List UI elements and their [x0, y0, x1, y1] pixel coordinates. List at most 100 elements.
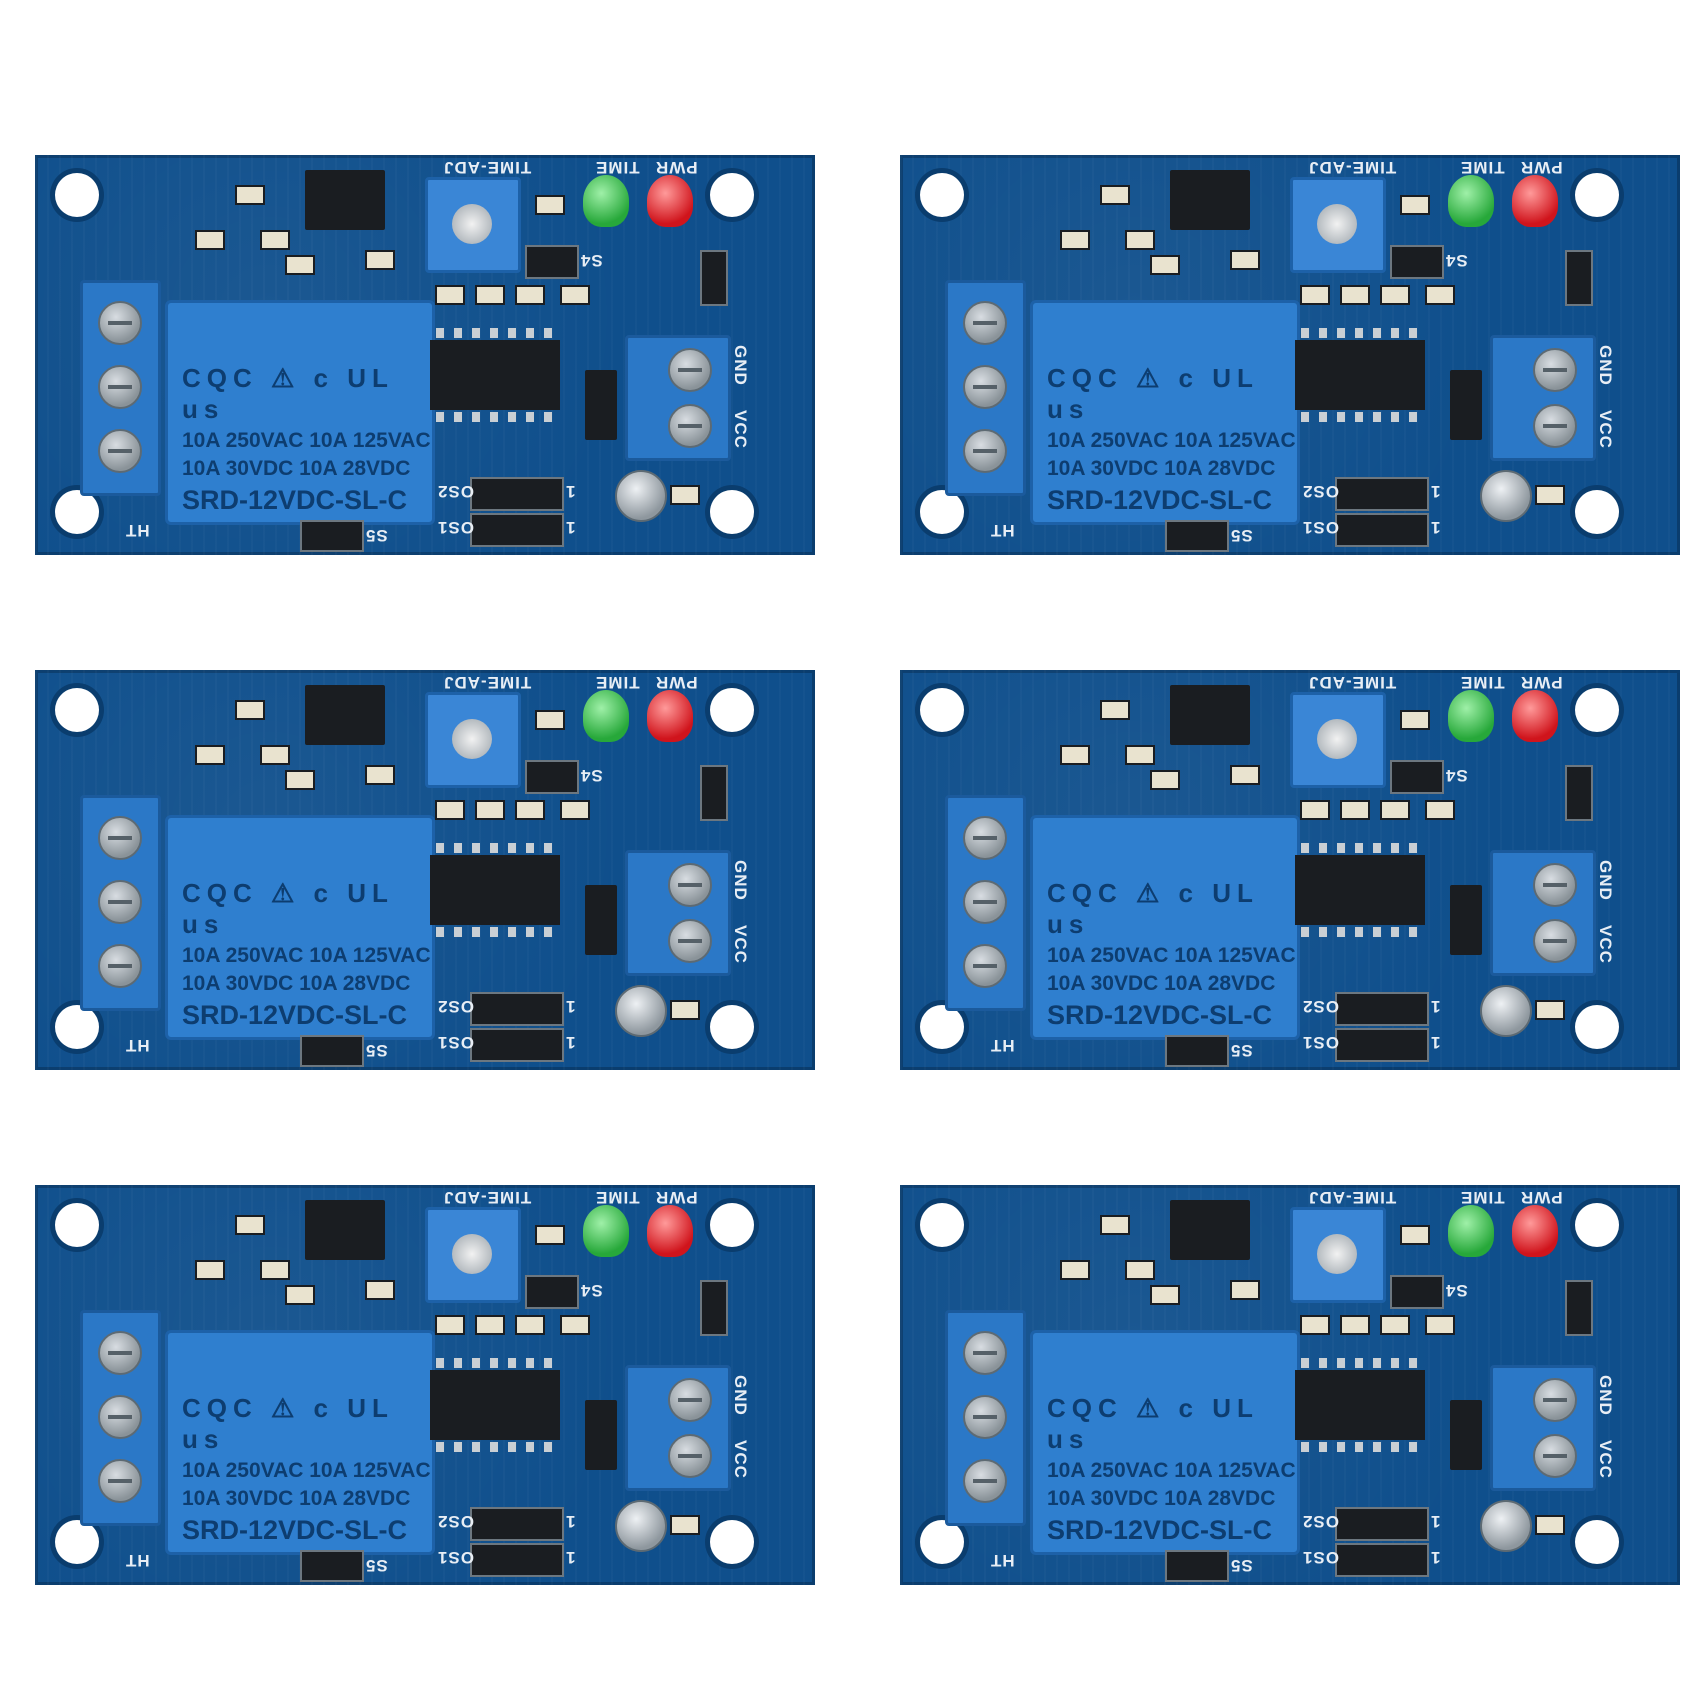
- gnd-label: GND: [1596, 860, 1615, 901]
- os1-label: OS1: [437, 1548, 475, 1567]
- pwr-label: PWR: [1520, 158, 1563, 177]
- smd-resistor: [285, 255, 315, 275]
- smd-resistor: [670, 1000, 700, 1020]
- smd-resistor: [560, 285, 590, 305]
- smd-resistor: [1125, 745, 1155, 765]
- smd-resistor: [365, 1280, 395, 1300]
- smd-resistor: [260, 1260, 290, 1280]
- os2-jumper: [1335, 477, 1429, 511]
- output-terminal-block: [945, 795, 1026, 1011]
- mounting-hole: [710, 688, 754, 732]
- s5-jumper: [300, 520, 364, 552]
- mounting-hole: [710, 1520, 754, 1564]
- terminal-screw: [963, 880, 1007, 924]
- power-input-terminal: [625, 850, 731, 976]
- os1-jumper: [1335, 1028, 1429, 1062]
- smd-resistor: [260, 230, 290, 250]
- s4-label: S4: [1445, 766, 1468, 785]
- s5-jumper: [300, 1550, 364, 1582]
- smd-resistor: [1230, 250, 1260, 270]
- smd-resistor: [235, 700, 265, 720]
- mounting-hole: [920, 1005, 964, 1049]
- smd-resistor: [1340, 285, 1370, 305]
- smd-resistor: [1230, 765, 1260, 785]
- power-input-terminal: [625, 1365, 731, 1491]
- smd-resistor: [1300, 800, 1330, 820]
- side-jumper: [1565, 765, 1593, 821]
- os1-jumper: [1335, 1543, 1429, 1577]
- terminal-screw: [98, 365, 142, 409]
- os2-jumper: [1335, 1507, 1429, 1541]
- smd-resistor: [1340, 800, 1370, 820]
- smd-resistor: [670, 485, 700, 505]
- mounting-hole: [920, 688, 964, 732]
- s5-jumper: [1165, 1035, 1229, 1067]
- mounting-hole: [55, 490, 99, 534]
- smd-resistor: [435, 285, 465, 305]
- smd-resistor: [260, 745, 290, 765]
- smd-resistor: [285, 1285, 315, 1305]
- diode-component: [585, 885, 617, 955]
- pwr-label: PWR: [1520, 1188, 1563, 1207]
- diode-component: [1450, 885, 1482, 955]
- power-led-red: [1512, 175, 1558, 227]
- relay-component: CQC ⚠ c UL us 10A 250VAC 10A 125VAC 10A …: [165, 815, 435, 1040]
- smd-diode: [1060, 230, 1090, 250]
- power-led-red: [1512, 1205, 1558, 1257]
- smd-resistor: [535, 710, 565, 730]
- terminal-screw: [963, 816, 1007, 860]
- mounting-hole: [55, 1203, 99, 1247]
- pin-one-label: 1: [565, 482, 576, 501]
- power-input-terminal: [1490, 335, 1596, 461]
- pin-one-label: 1: [1430, 518, 1441, 537]
- side-jumper: [700, 250, 728, 306]
- s5-label: S5: [365, 1556, 388, 1575]
- smd-resistor: [1100, 1215, 1130, 1235]
- os2-label: OS2: [437, 997, 475, 1016]
- s5-label: S5: [1230, 1041, 1253, 1060]
- smd-resistor: [1400, 1225, 1430, 1245]
- vcc-label: VCC: [1596, 410, 1615, 449]
- relay-rating-line-2: 10A 30VDC 10A 28VDC: [182, 1487, 411, 1510]
- s5-jumper: [1165, 520, 1229, 552]
- gnd-label: GND: [1596, 345, 1615, 386]
- electrolytic-capacitor: [615, 985, 667, 1037]
- smd-resistor: [1425, 1315, 1455, 1335]
- relay-module-board-5: CQC ⚠ c UL us 10A 250VAC 10A 125VAC 10A …: [35, 1185, 815, 1585]
- os1-label: OS1: [1302, 1033, 1340, 1052]
- smd-resistor: [1400, 195, 1430, 215]
- vcc-label: VCC: [731, 1440, 750, 1479]
- smd-resistor: [1380, 285, 1410, 305]
- output-terminal-block: [945, 1310, 1026, 1526]
- pin-one-label: 1: [1430, 1512, 1441, 1531]
- ht-label: HT: [125, 521, 150, 540]
- mounting-hole: [920, 490, 964, 534]
- s5-label: S5: [1230, 526, 1253, 545]
- terminal-screw: [98, 429, 142, 473]
- timer-ic-chip: [1295, 328, 1425, 422]
- terminal-screw: [963, 1395, 1007, 1439]
- mounting-hole: [55, 1005, 99, 1049]
- smd-resistor: [1535, 1000, 1565, 1020]
- pin-one-label: 1: [565, 997, 576, 1016]
- electrolytic-capacitor: [615, 1500, 667, 1552]
- time-adjust-potentiometer: [425, 1207, 521, 1303]
- terminal-screw: [1533, 863, 1577, 907]
- relay-component: CQC ⚠ c UL us 10A 250VAC 10A 125VAC 10A …: [165, 300, 435, 525]
- time-adjust-potentiometer: [1290, 1207, 1386, 1303]
- smd-diode: [195, 745, 225, 765]
- diode-component: [1450, 370, 1482, 440]
- s4-label: S4: [580, 251, 603, 270]
- pin-one-label: 1: [1430, 997, 1441, 1016]
- os1-jumper: [470, 1028, 564, 1062]
- s5-label: S5: [1230, 1556, 1253, 1575]
- mounting-hole: [710, 173, 754, 217]
- time-led-green: [583, 690, 629, 742]
- terminal-screw: [98, 1459, 142, 1503]
- time-label: TIME: [595, 1188, 640, 1207]
- smd-resistor: [1425, 285, 1455, 305]
- gnd-label: GND: [731, 1375, 750, 1416]
- power-led-red: [647, 690, 693, 742]
- ht-label: HT: [125, 1551, 150, 1570]
- mounting-hole: [920, 1520, 964, 1564]
